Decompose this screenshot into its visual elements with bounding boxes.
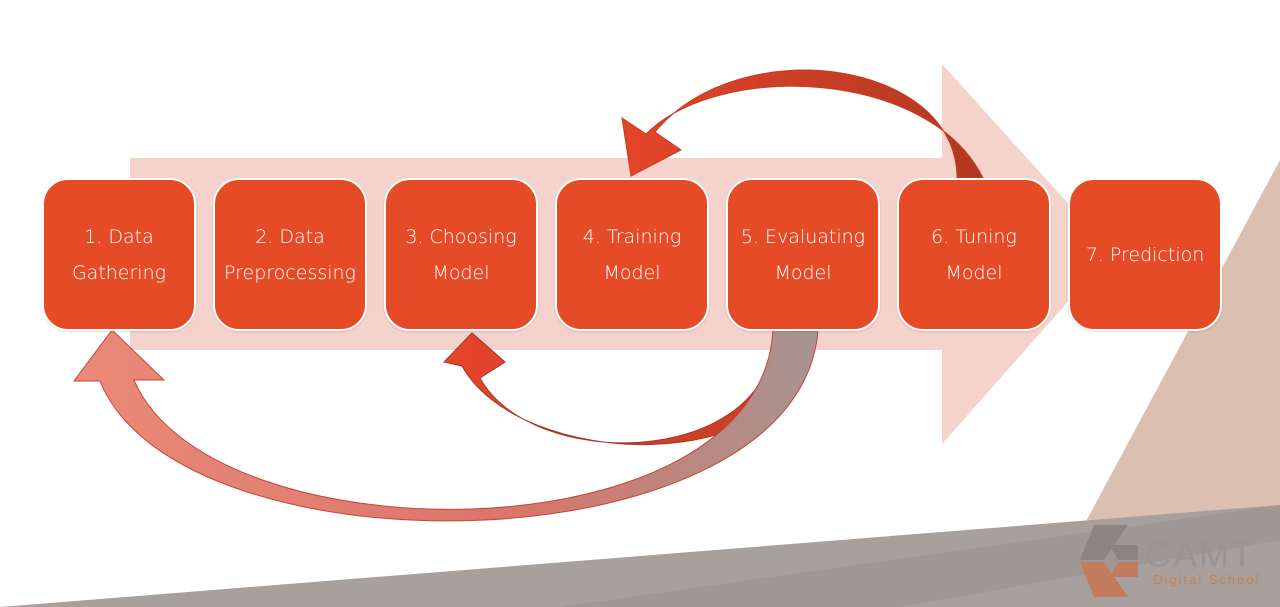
step-prediction: 7. Prediction [1068,178,1222,331]
logo-tagline: Digital School [1153,572,1261,587]
step-label: 4. Training Model [582,225,682,284]
logo-name: CAMT [1145,534,1255,575]
step-data-gathering: 1. Data Gathering [42,178,196,331]
step-label: 7. Prediction [1085,243,1205,266]
feedback-arrow-evaluating-to-gathering [73,329,819,522]
step-data-preprocessing: 2. Data Preprocessing [213,178,367,331]
camt-logo-mark [1080,525,1138,597]
feedback-arrow-tuning-to-training [621,69,984,179]
step-training-model: 4. Training Model [555,178,709,331]
step-label: 1. Data Gathering [71,225,167,284]
step-label: 3. Choosing Model [405,225,517,284]
step-evaluating-model: 5. Evaluating Model [726,178,880,331]
step-choosing-model: 3. Choosing Model [384,178,538,331]
step-label: 2. Data Preprocessing [224,225,356,284]
step-label: 5. Evaluating Model [740,225,866,284]
step-label: 6. Tuning Model [931,225,1017,284]
step-tuning-model: 6. Tuning Model [897,178,1051,331]
